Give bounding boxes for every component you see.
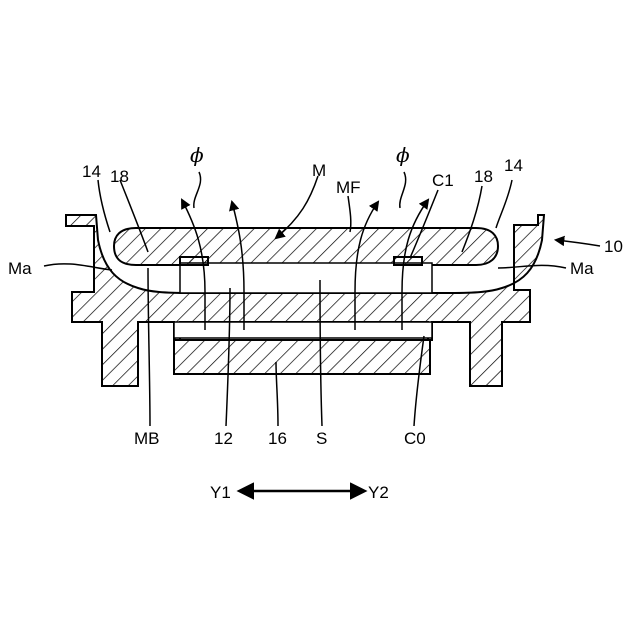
label-y2: Y2 — [368, 483, 389, 502]
cavity-s — [180, 263, 432, 293]
label-ma-right: Ma — [570, 259, 594, 278]
pad-c1-right — [394, 257, 422, 265]
label-c0: C0 — [404, 429, 426, 448]
label-y1: Y1 — [210, 483, 231, 502]
label-m: M — [312, 161, 326, 180]
label-c1: C1 — [432, 171, 454, 190]
label-16: 16 — [268, 429, 287, 448]
label-14-left: 14 — [82, 162, 101, 181]
label-ma-left: Ma — [8, 259, 32, 278]
label-18-right: 18 — [474, 167, 493, 186]
recess-12 — [174, 322, 432, 338]
leader-14-right — [496, 180, 512, 228]
lid-m — [114, 228, 498, 265]
label-10: 10 — [604, 237, 623, 256]
label-18-left: 18 — [110, 167, 129, 186]
leader-phi-right — [400, 172, 406, 208]
label-s: S — [316, 429, 327, 448]
label-phi-right: ϕ — [396, 143, 410, 167]
leader-mf — [348, 196, 351, 232]
label-12: 12 — [214, 429, 233, 448]
label-phi-left: ϕ — [190, 143, 204, 167]
plate-16 — [174, 340, 430, 374]
leader-phi-left — [194, 172, 201, 208]
label-mb: MB — [134, 429, 160, 448]
leader-10 — [556, 240, 600, 246]
label-14-right: 14 — [504, 156, 523, 175]
label-mf: MF — [336, 178, 361, 197]
leader-14-left — [98, 180, 110, 232]
